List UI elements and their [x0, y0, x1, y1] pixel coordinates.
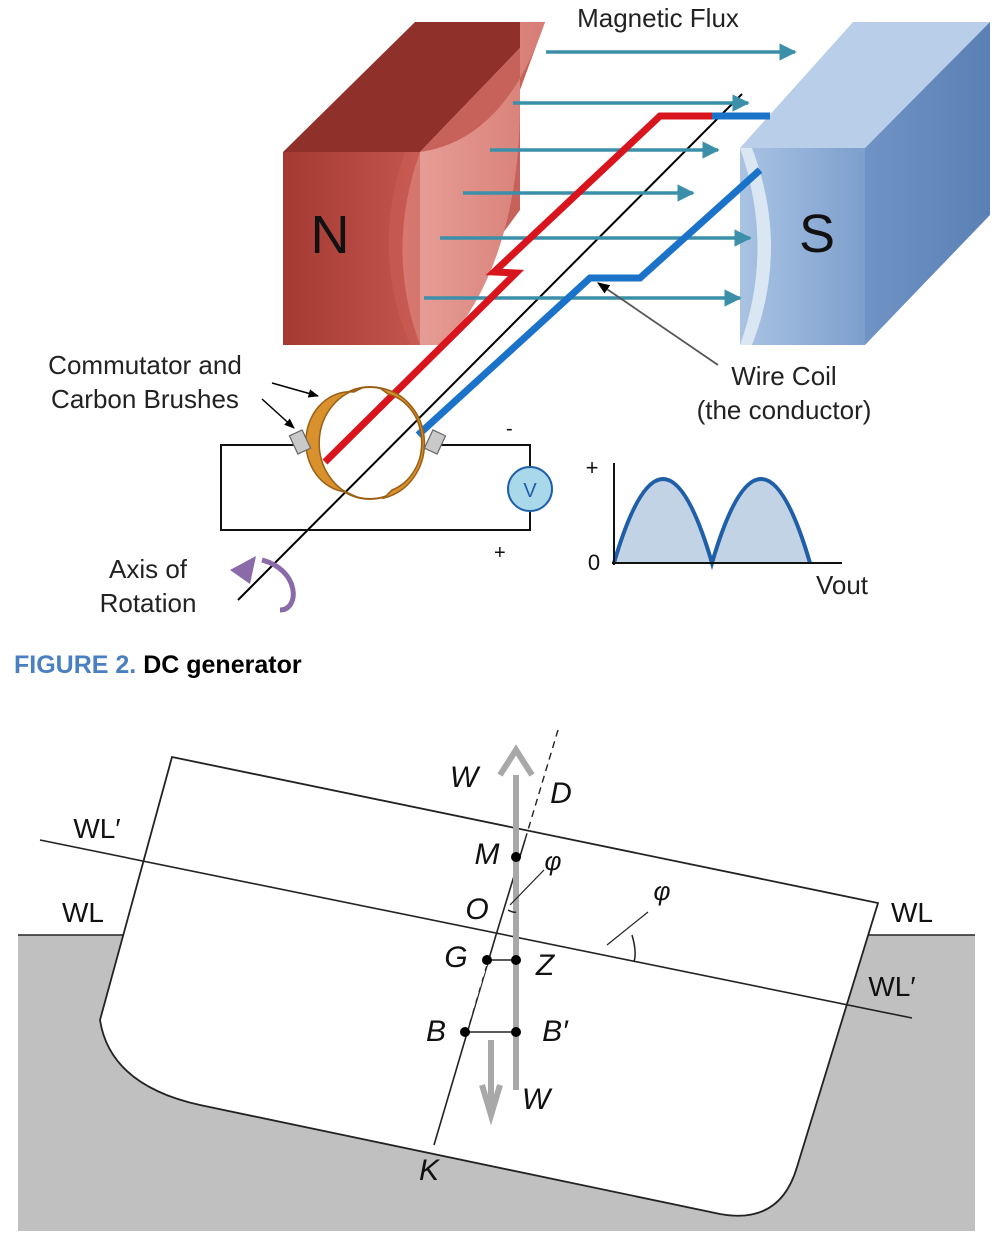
rotation-arrow-arc: [261, 557, 296, 613]
wire-coil-blue-side: [415, 167, 763, 438]
brush-pointer: [261, 398, 295, 429]
north-magnet: N: [283, 22, 545, 345]
label-g: G: [444, 941, 467, 974]
circuit-wire-right: [440, 444, 531, 466]
label-o: O: [465, 893, 488, 926]
weight-force-arrow: [479, 744, 535, 1126]
centerline-dash-segment: [463, 959, 489, 1033]
phi-center-leader: [509, 869, 545, 906]
label-b: B: [426, 1015, 446, 1048]
label-w-top: W: [450, 761, 481, 794]
weight-arrow-up-head: [497, 744, 535, 777]
ship-hull: [99, 755, 880, 1217]
south-pole-label: S: [799, 204, 835, 264]
label-phi-center: φ: [545, 846, 562, 876]
rotation-axis-line: [237, 93, 743, 601]
circuit-minus-label: -: [506, 418, 513, 440]
voltmeter: V: [507, 466, 553, 512]
commutator-label-line2: Carbon Brushes: [51, 384, 239, 414]
axis-label-line1: Axis of: [109, 554, 188, 584]
voltmeter-label: V: [523, 480, 537, 502]
circuit-plus-label: +: [494, 542, 506, 564]
commutator-segment-left: [305, 387, 363, 498]
waterline-wl-prime: [39, 839, 913, 1019]
label-z: Z: [535, 949, 556, 982]
wire-coil-red-side: [322, 112, 715, 465]
figure-number: FIGURE 2.: [14, 651, 137, 679]
label-d: D: [550, 777, 572, 810]
carbon-brush-right: [423, 429, 447, 455]
north-pole-label: N: [311, 205, 350, 265]
graph-zero-label: 0: [588, 550, 600, 575]
label-wl-right: WL: [891, 897, 933, 928]
figure-caption: FIGURE 2. DC generator: [14, 651, 302, 680]
dc-generator-diagram: N S: [48, 3, 990, 618]
wire-coil-pointer: [596, 282, 719, 366]
voltage-area-fill: [614, 479, 810, 563]
label-m: M: [475, 838, 500, 871]
label-k: K: [419, 1154, 441, 1187]
wire-coil-label-line1: Wire Coil: [731, 361, 836, 391]
angle-arc-center: [507, 909, 517, 913]
label-wl-left: WL: [62, 897, 104, 928]
point-g: [482, 955, 492, 965]
commutator-label-line1: Commutator and: [48, 350, 242, 380]
angle-arc-right: [631, 934, 636, 963]
commutator-segment-right: [379, 387, 426, 500]
magnetic-flux-label: Magnetic Flux: [577, 3, 739, 33]
point-z: [511, 955, 521, 965]
output-voltage-graph: + 0 Vout: [586, 455, 869, 600]
label-wl-prime-right: WL′: [868, 971, 915, 1002]
ship-centerline: [433, 934, 497, 1146]
wire-coil-label-line2: (the conductor): [697, 395, 872, 425]
point-b: [460, 1027, 470, 1037]
rotation-arrow-head: [230, 556, 256, 584]
phi-right-leader: [606, 911, 649, 946]
ship-stability-diagram: W D M φ O φ G Z B B′ W K WL′ WL WL WL′: [18, 729, 975, 1231]
wire-coil: [322, 112, 770, 465]
point-b-prime: [511, 1027, 521, 1037]
carbon-brush-left: [288, 429, 312, 455]
commutator: [288, 386, 447, 500]
circuit-wire-left: [220, 444, 531, 531]
graph-x-label: Vout: [816, 570, 869, 600]
south-magnet: S: [740, 22, 990, 345]
external-circuit: [220, 444, 531, 531]
axis-label-line2: Rotation: [100, 588, 197, 618]
label-w-bottom: W: [522, 1083, 553, 1116]
graph-plus-label: +: [586, 455, 599, 480]
label-phi-right: φ: [654, 876, 671, 906]
point-m: [511, 852, 521, 862]
label-b-prime: B′: [542, 1015, 569, 1048]
label-wl-prime-left: WL′: [73, 813, 120, 844]
commutator-pointer: [271, 382, 320, 398]
figure-title: DC generator: [143, 651, 302, 679]
